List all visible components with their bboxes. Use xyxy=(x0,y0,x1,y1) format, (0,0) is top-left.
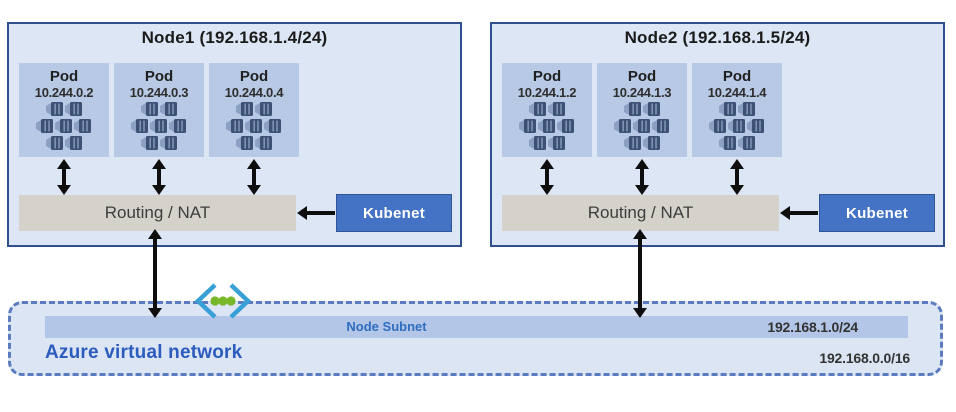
pod-containers-icon xyxy=(519,102,574,150)
arrow-shaft xyxy=(640,167,644,187)
arrow-shaft xyxy=(252,167,256,187)
pod-routing-arrow xyxy=(247,159,261,195)
pod-routing-arrow xyxy=(57,159,71,195)
kubenet-box: Kubenet xyxy=(336,194,452,232)
pod-card: Pod 10.244.0.2 xyxy=(19,63,109,157)
arrow-head xyxy=(540,185,554,195)
azure-vnet-box: Node Subnet 192.168.1.0/24 Azure virtual… xyxy=(8,301,943,376)
arrow-head xyxy=(247,159,261,169)
pod-label: Pod xyxy=(627,68,657,85)
pod-containers-icon xyxy=(614,102,669,150)
node-subnet-arrow xyxy=(633,229,647,318)
node2-box: Node2 (192.168.1.5/24) Pod 10.244.1.2 Po… xyxy=(490,22,945,247)
arrow-head xyxy=(148,308,162,318)
pod-routing-arrow xyxy=(152,159,166,195)
pod-containers-icon xyxy=(226,102,281,150)
pod-card: Pod 10.244.1.4 xyxy=(692,63,782,157)
pod-containers-icon xyxy=(709,102,764,150)
kubenet-box: Kubenet xyxy=(819,194,935,232)
routing-nat-box: Routing / NAT xyxy=(19,195,296,231)
arrow-head xyxy=(57,185,71,195)
pod-ip: 10.244.1.2 xyxy=(517,85,577,100)
arrow-head xyxy=(635,185,649,195)
routing-nat-box: Routing / NAT xyxy=(502,195,779,231)
arrow-shaft xyxy=(62,167,66,187)
virtual-network-icon xyxy=(194,283,252,319)
arrow-shaft xyxy=(788,211,818,215)
node-subnet-bar: Node Subnet 192.168.1.0/24 xyxy=(45,316,908,338)
arrow-head xyxy=(635,159,649,169)
arrow-head xyxy=(152,159,166,169)
arrow-head xyxy=(780,206,790,220)
pod-routing-arrow xyxy=(540,159,554,195)
node1-box: Node1 (192.168.1.4/24) Pod 10.244.0.2 Po… xyxy=(7,22,462,247)
pod-label: Pod xyxy=(239,68,269,85)
pod-card: Pod 10.244.1.3 xyxy=(597,63,687,157)
pod-ip: 10.244.0.2 xyxy=(34,85,94,100)
arrow-shaft xyxy=(305,211,335,215)
node-title: Node2 (192.168.1.5/24) xyxy=(624,28,811,47)
pod-ip: 10.244.0.3 xyxy=(129,85,189,100)
azure-vnet-label: Azure virtual network xyxy=(45,342,243,363)
pod-card: Pod 10.244.0.4 xyxy=(209,63,299,157)
kubenet-routing-arrow xyxy=(780,206,818,220)
pod-routing-arrow xyxy=(730,159,744,195)
arrow-shaft xyxy=(545,167,549,187)
node-subnet-label: Node Subnet xyxy=(346,319,427,334)
arrow-head xyxy=(247,185,261,195)
pod-card: Pod 10.244.0.3 xyxy=(114,63,204,157)
arrow-shaft xyxy=(638,237,642,310)
pod-label: Pod xyxy=(532,68,562,85)
arrow-head xyxy=(57,159,71,169)
arrow-head xyxy=(730,185,744,195)
arrow-head xyxy=(297,206,307,220)
pod-ip: 10.244.1.4 xyxy=(707,85,767,100)
azure-vnet-cidr: 192.168.0.0/16 xyxy=(819,350,910,366)
pod-containers-icon xyxy=(131,102,186,150)
pod-card: Pod 10.244.1.2 xyxy=(502,63,592,157)
kubenet-routing-arrow xyxy=(297,206,335,220)
arrow-shaft xyxy=(157,167,161,187)
pod-ip: 10.244.0.4 xyxy=(224,85,284,100)
arrow-shaft xyxy=(153,237,157,310)
pod-routing-arrow xyxy=(635,159,649,195)
node-subnet-arrow xyxy=(148,229,162,318)
arrow-head xyxy=(540,159,554,169)
pod-label: Pod xyxy=(49,68,79,85)
arrow-head xyxy=(730,159,744,169)
arrow-shaft xyxy=(735,167,739,187)
pod-containers-icon xyxy=(36,102,91,150)
arrow-head xyxy=(633,229,647,239)
pod-ip: 10.244.1.3 xyxy=(612,85,672,100)
arrow-head xyxy=(148,229,162,239)
pod-label: Pod xyxy=(722,68,752,85)
node-title: Node1 (192.168.1.4/24) xyxy=(141,28,328,47)
node-subnet-cidr: 192.168.1.0/24 xyxy=(767,319,858,335)
arrow-head xyxy=(152,185,166,195)
pod-label: Pod xyxy=(144,68,174,85)
arrow-head xyxy=(633,308,647,318)
